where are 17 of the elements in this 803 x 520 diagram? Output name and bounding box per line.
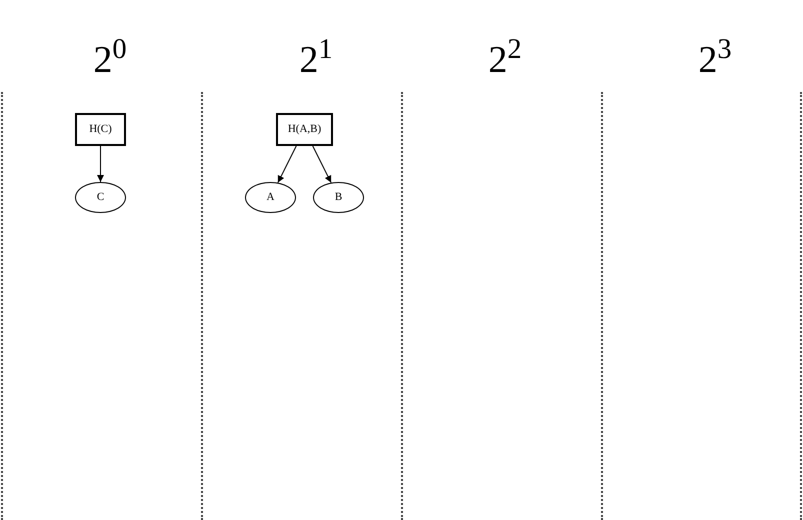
rectangle-node — [75, 113, 126, 146]
ellipse-node — [245, 182, 296, 213]
node-label: H(A,B) — [288, 122, 322, 138]
arrow — [312, 146, 332, 184]
column-heading: 2$^{1}$ — [299, 41, 333, 79]
node-label: A — [266, 190, 274, 206]
column-heading: 2$^{0}$ — [93, 41, 127, 79]
ellipse-node — [313, 182, 364, 213]
column-heading: 2$^{3}$ — [698, 41, 732, 79]
ellipse-node — [75, 182, 126, 213]
arrow — [277, 146, 297, 184]
column-heading: 2$^{2}$ — [488, 41, 522, 79]
rectangle-node — [276, 113, 333, 146]
node-label: B — [334, 190, 342, 206]
node-label: H(C) — [89, 122, 112, 138]
node-label: C — [96, 190, 104, 206]
arrow — [97, 146, 104, 182]
